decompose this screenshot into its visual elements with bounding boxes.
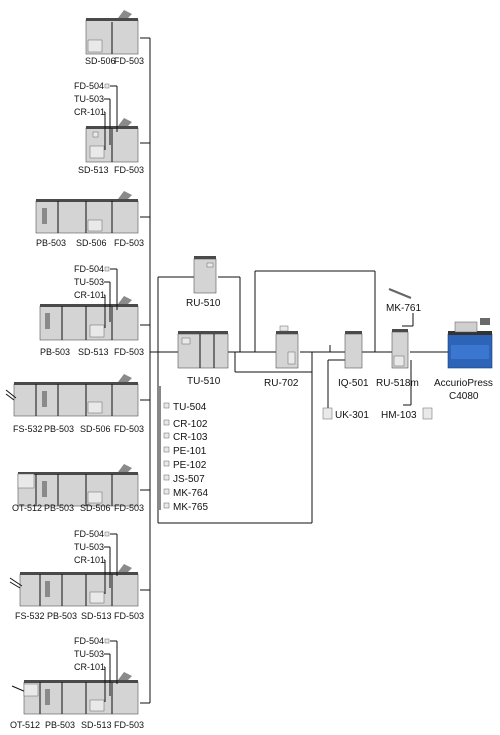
unit-label: UK-301 [335, 410, 369, 421]
callout-label: CR-101 [74, 555, 105, 565]
finisher-illustration [85, 118, 139, 163]
option-item: TU-504 [173, 402, 207, 413]
callout-label: TU-503 [74, 542, 104, 552]
option-label: SD-513 [81, 611, 112, 621]
unit-mk-761: MK-761 [386, 287, 421, 314]
option-item: JS-507 [173, 474, 205, 485]
press-engine: AccurioPress C4080 [434, 318, 493, 402]
callout-label: CR-101 [74, 662, 105, 672]
option-label: SD-506 [80, 503, 111, 513]
unit-label: HM-103 [381, 410, 417, 421]
option-item: MK-764 [173, 488, 208, 499]
option-label: SD-513 [81, 720, 112, 730]
option-label: FD-503 [114, 720, 144, 730]
callout-label: FD-504 [74, 529, 104, 539]
unit-ru-510: RU-510 [186, 256, 221, 309]
option-item: CR-103 [173, 432, 208, 443]
option-label: SD-513 [78, 347, 109, 357]
option-row-1: SD-506 FD-503 [85, 10, 144, 66]
option-row-7: FD-504 TU-503 CR-101 FS-532 PB-503 SD-51… [9, 529, 144, 621]
unit-label: RU-702 [264, 378, 299, 389]
option-row-3: PB-503 SD-506 FD-503 [35, 191, 144, 248]
option-label: FS-532 [15, 611, 45, 621]
option-item: PE-102 [173, 460, 207, 471]
finisher-illustration [11, 672, 139, 715]
option-row-5: FS-532 PB-503 SD-506 FD-503 [5, 374, 144, 434]
option-label: OT-512 [12, 503, 42, 513]
option-label: SD-506 [76, 238, 107, 248]
option-item: PE-101 [173, 446, 207, 457]
callout-label: FD-504 [74, 81, 104, 91]
option-label: PB-503 [45, 720, 75, 730]
finisher-illustration [5, 374, 139, 417]
finisher-illustration [39, 296, 139, 341]
unit-iq-501: IQ-501 [338, 331, 369, 389]
callout-label: CR-101 [74, 290, 105, 300]
option-label: FD-503 [114, 503, 144, 513]
unit-tu-510: TU-510 [177, 331, 229, 387]
unit-uk-301: UK-301 [322, 407, 369, 421]
finisher-illustration [9, 564, 139, 607]
option-label: FD-503 [114, 56, 144, 66]
option-label: FD-503 [114, 424, 144, 434]
tu-510-option-list: TU-504 CR-102 CR-103 PE-101 PE-102 JS-50… [163, 402, 208, 513]
finisher-illustration [35, 191, 139, 234]
unit-label: IQ-501 [338, 378, 369, 389]
option-label: FD-503 [114, 611, 144, 621]
unit-hm-103: HM-103 [381, 407, 433, 421]
connection-lines [140, 37, 448, 704]
callout-label: CR-101 [74, 107, 105, 117]
option-item: MK-765 [173, 502, 208, 513]
unit-label: RU-518m [376, 378, 419, 389]
option-label: PB-503 [44, 503, 74, 513]
finisher-illustration [85, 10, 139, 55]
finisher-illustration [17, 464, 139, 507]
callout-label: TU-503 [74, 277, 104, 287]
unit-ru-518m: RU-518m [376, 329, 419, 389]
option-label: OT-512 [10, 720, 40, 730]
option-row-6: OT-512 PB-503 SD-506 FD-503 [12, 464, 144, 513]
option-row-8: FD-504 TU-503 CR-101 OT-512 PB-503 SD-51… [10, 636, 144, 730]
option-label: FD-503 [114, 347, 144, 357]
unit-label: TU-510 [187, 376, 221, 387]
option-row-2: FD-504 TU-503 CR-101 SD-513 FD-503 [74, 81, 144, 175]
option-label: PB-503 [44, 424, 74, 434]
option-row-4: FD-504 TU-503 CR-101 PB-503 SD-513 FD-50… [39, 264, 144, 357]
callout-label: TU-503 [74, 649, 104, 659]
option-label: FS-532 [13, 424, 43, 434]
option-item: CR-102 [173, 419, 208, 430]
unit-label: MK-761 [386, 303, 421, 314]
option-label: SD-513 [78, 165, 109, 175]
callout-label: FD-504 [74, 264, 104, 274]
option-label: SD-506 [80, 424, 111, 434]
option-label: SD-506 [85, 56, 116, 66]
option-label: PB-503 [47, 611, 77, 621]
option-label: PB-503 [40, 347, 70, 357]
press-name: AccurioPress [434, 378, 493, 389]
option-label: PB-503 [36, 238, 66, 248]
callout-label: FD-504 [74, 636, 104, 646]
callout-label: TU-503 [74, 94, 104, 104]
unit-ru-702: RU-702 [264, 325, 299, 389]
option-label: FD-503 [114, 238, 144, 248]
press-model: C4080 [449, 391, 479, 402]
unit-label: RU-510 [186, 298, 221, 309]
option-label: FD-503 [114, 165, 144, 175]
